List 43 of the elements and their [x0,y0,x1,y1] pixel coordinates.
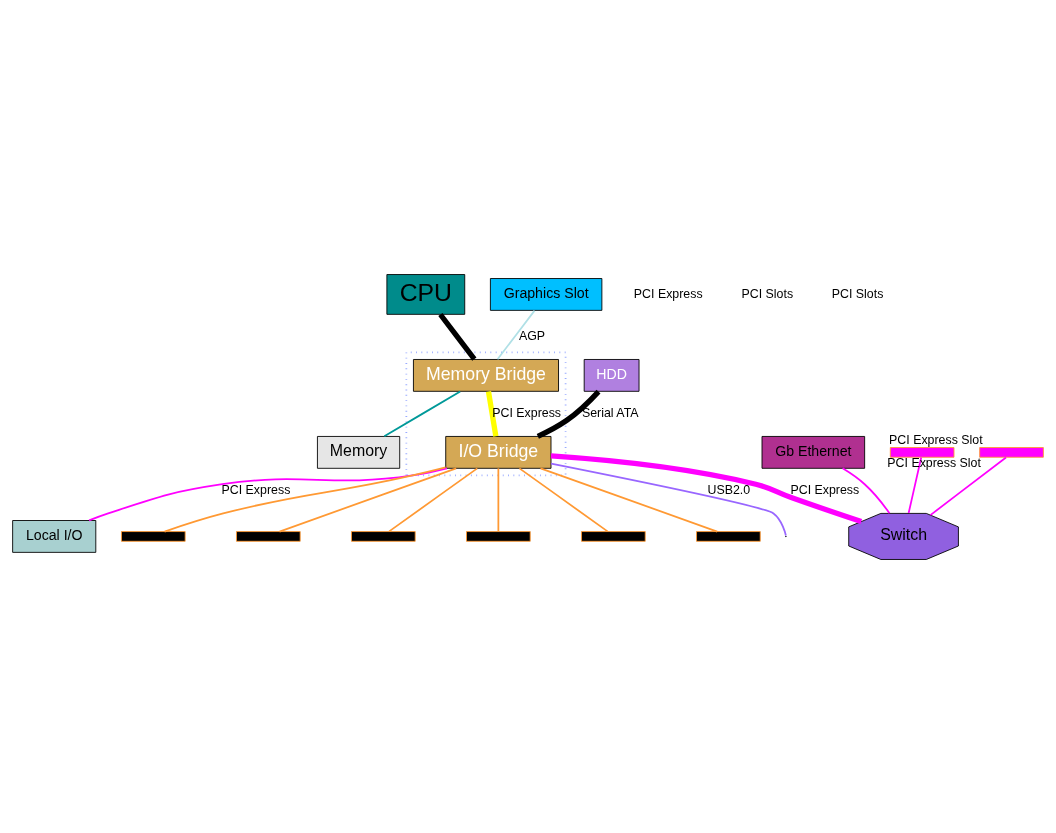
node-label: PCI Express Slot [889,432,983,447]
node-box: I/O Bridge [445,435,552,469]
connector [278,466,458,532]
connector [550,452,863,524]
connector [485,390,499,437]
node-box: CPU [386,273,466,315]
label: PCI Slots [741,286,794,301]
node-box: Memory Bridge [413,358,559,392]
connector [88,466,448,521]
edge-label: PCI Express [221,482,291,497]
node-bar [351,530,416,542]
node-bar [696,530,761,542]
node-box: HDD [583,358,640,392]
node-bar [121,530,186,542]
node-box: Memory [317,435,401,469]
connector [163,465,447,532]
node-bar [581,530,646,542]
connector [383,390,462,437]
edge-label: USB2.0 [707,482,751,497]
connector [518,466,609,532]
node-bar [889,446,955,458]
node-box: Graphics Slot [489,277,603,311]
cluster [405,351,567,476]
connector [929,456,1007,516]
label: PCI Slots [831,286,884,301]
connector [907,456,923,514]
node-bar [466,530,531,542]
connector [841,466,891,514]
node-box: Local I/O [12,519,97,553]
connector [438,312,477,361]
node-bar [979,446,1044,458]
connector [536,389,601,439]
edge-label: PCI Express [790,482,860,497]
edge-label: Serial ATA [581,405,639,420]
edge-label: AGP [518,328,546,343]
label: PCI Express [633,286,703,301]
connector [550,462,787,536]
connector [539,466,719,532]
connector [388,466,479,532]
connector [496,309,536,360]
node-bar [236,530,301,542]
node-box: Gb Ethernet [761,435,866,469]
connector [497,466,500,532]
